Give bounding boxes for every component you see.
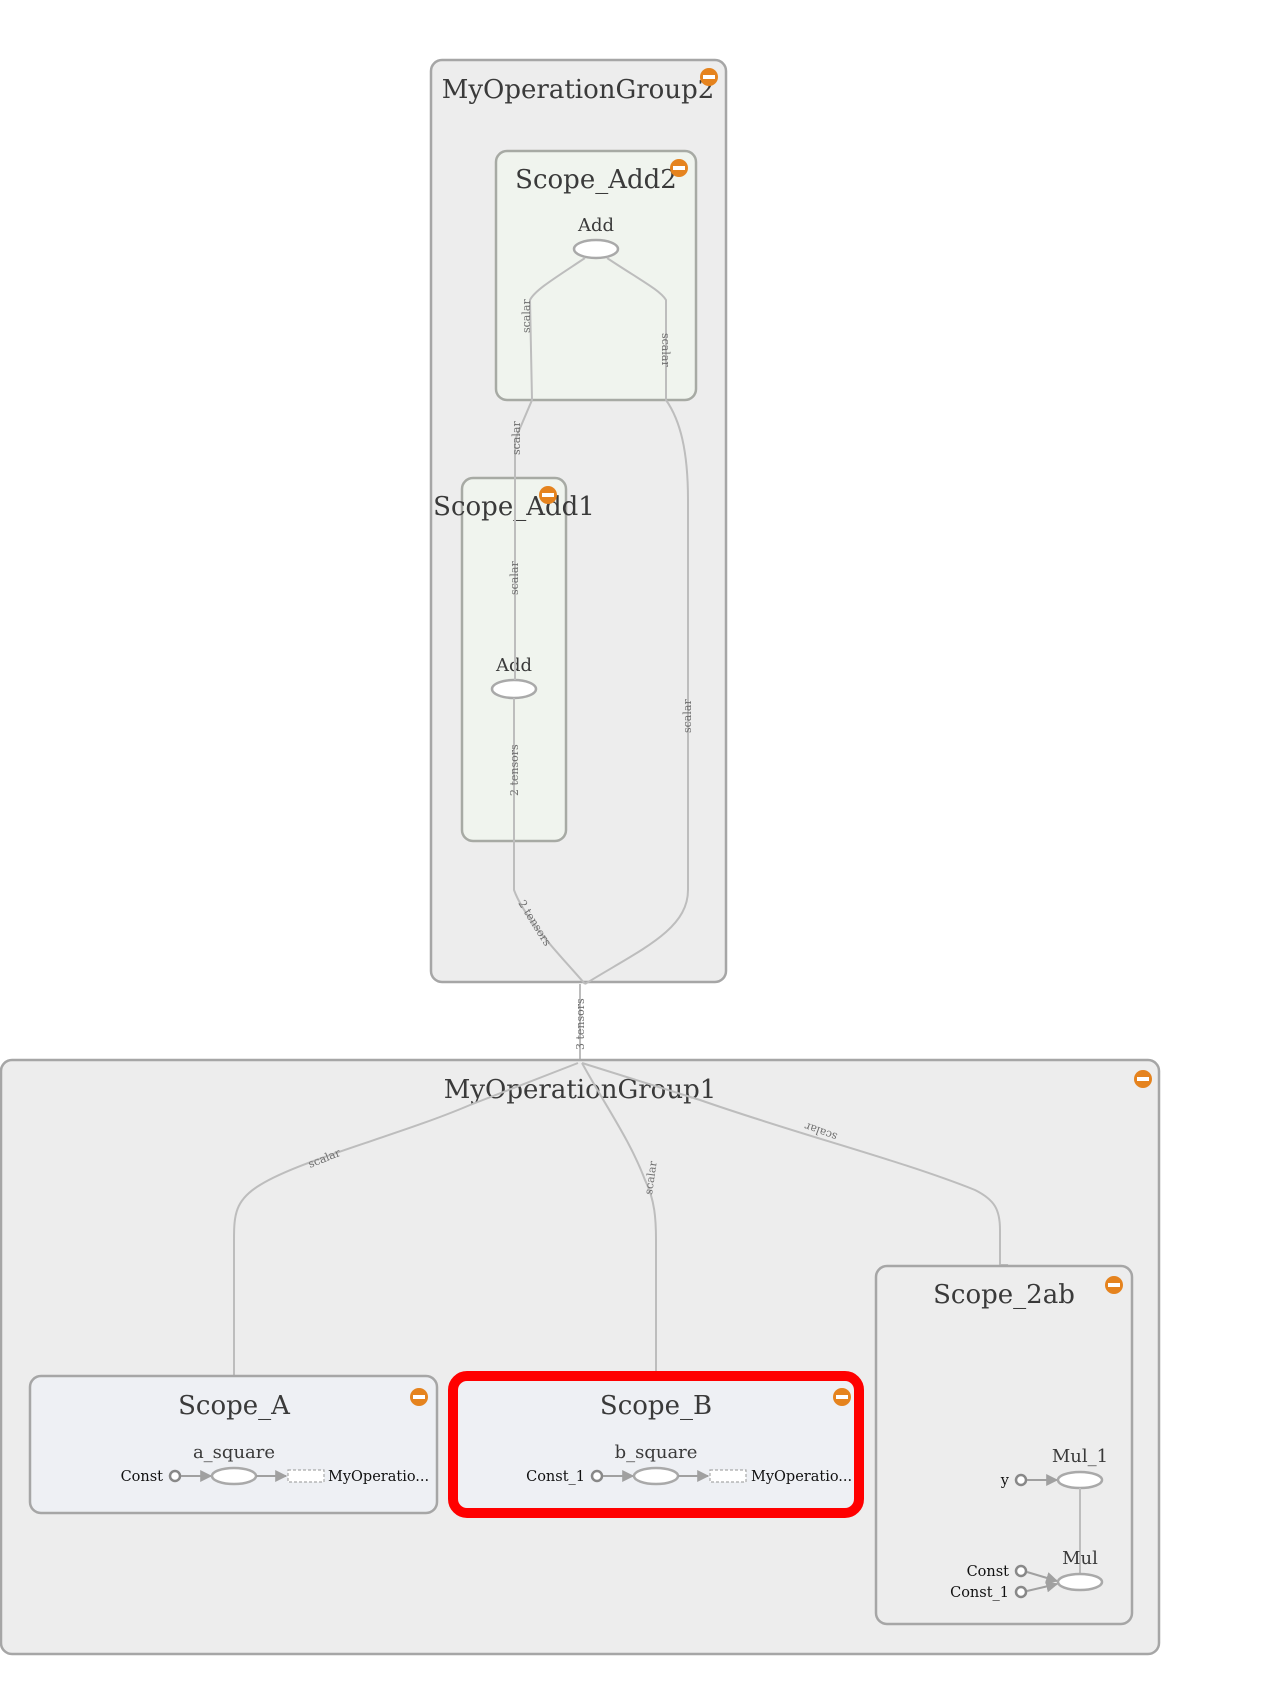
const-node[interactable]	[1014, 1564, 1028, 1578]
edge-label: scalar	[642, 1160, 660, 1196]
op-node-mul[interactable]	[1056, 1572, 1104, 1592]
edge-label: scalar	[681, 699, 694, 733]
op-label: Mul_1	[1052, 1446, 1108, 1467]
minus-bar	[542, 493, 554, 497]
op-node-add[interactable]	[490, 678, 538, 700]
op-label: Mul	[1062, 1548, 1098, 1569]
const-label: y	[1000, 1473, 1010, 1489]
scope-box	[28, 1374, 439, 1515]
output-stub[interactable]	[287, 1469, 325, 1483]
edge-label: scalar	[508, 561, 521, 595]
op-label: b_square	[615, 1442, 698, 1463]
output-label: MyOperatio...	[328, 1469, 429, 1485]
minus-bar	[1108, 1283, 1120, 1287]
scope-2ab[interactable]: Scope_2ab Mul_1 y Mul Const Const_1	[874, 1264, 1134, 1626]
edge-label: scalar	[520, 299, 533, 333]
output-stub[interactable]	[709, 1469, 747, 1483]
const-label: Const_1	[950, 1585, 1009, 1601]
op-node-mul1[interactable]	[1056, 1470, 1104, 1490]
scope-add2[interactable]: Scope_Add2 Add	[494, 149, 698, 402]
minus-bar	[703, 75, 715, 79]
edge-add1-out	[513, 698, 586, 985]
const-label: Const_1	[526, 1469, 585, 1485]
const-label: Const	[121, 1469, 164, 1485]
op-label: Add	[577, 215, 614, 236]
minus-bar	[413, 1395, 425, 1399]
collapse-icon[interactable]	[700, 68, 718, 86]
collapse-icon[interactable]	[670, 159, 688, 177]
const-node[interactable]	[590, 1469, 604, 1483]
op-label: Add	[495, 655, 532, 676]
scope-title: Scope_2ab	[933, 1280, 1075, 1310]
edge-to-scope-a	[233, 1062, 579, 1376]
minus-bar	[1137, 1077, 1149, 1081]
minus-bar	[836, 1395, 848, 1399]
scope-a[interactable]: Scope_A a_square Const MyOperatio...	[28, 1374, 439, 1515]
op-node-b-square[interactable]	[632, 1466, 680, 1486]
op-label: a_square	[193, 1442, 275, 1463]
edge-const1-to-mul	[1026, 1580, 1059, 1593]
edge-add2-right	[584, 257, 689, 985]
op-node-a-square[interactable]	[210, 1466, 258, 1486]
selection-highlight	[448, 1371, 864, 1518]
edge-label: 3 tensors	[574, 998, 587, 1050]
edge-to-scope-b	[581, 1062, 657, 1373]
group-title: MyOperationGroup1	[444, 1075, 717, 1105]
collapse-icon[interactable]	[539, 486, 557, 504]
edge-label: scalar	[659, 333, 672, 367]
const-node[interactable]	[1014, 1473, 1028, 1487]
scope-box	[874, 1264, 1134, 1626]
edge-const-to-mul	[1026, 1571, 1059, 1584]
edge-label: scalar	[510, 421, 523, 455]
collapse-icon[interactable]	[833, 1388, 851, 1406]
collapse-icon[interactable]	[410, 1388, 428, 1406]
minus-bar	[673, 166, 685, 170]
scope-b[interactable]: Scope_B b_square Const_1 MyOperatio...	[448, 1371, 864, 1518]
const-label: Const	[967, 1564, 1010, 1580]
const-node[interactable]	[1014, 1585, 1028, 1599]
scope-title: Scope_B	[600, 1391, 712, 1421]
scope-title: Scope_A	[178, 1391, 291, 1421]
scope-title: Scope_Add2	[515, 165, 677, 195]
edge-add2-left	[514, 257, 586, 680]
collapse-icon[interactable]	[1105, 1276, 1123, 1294]
op-node-add[interactable]	[572, 238, 620, 260]
scope-box	[494, 149, 698, 402]
edge-label: 2 tensors	[508, 744, 521, 796]
output-label: MyOperatio...	[751, 1469, 852, 1485]
group-title: MyOperationGroup2	[442, 75, 715, 105]
const-node[interactable]	[168, 1469, 182, 1483]
collapse-icon[interactable]	[1134, 1070, 1152, 1088]
